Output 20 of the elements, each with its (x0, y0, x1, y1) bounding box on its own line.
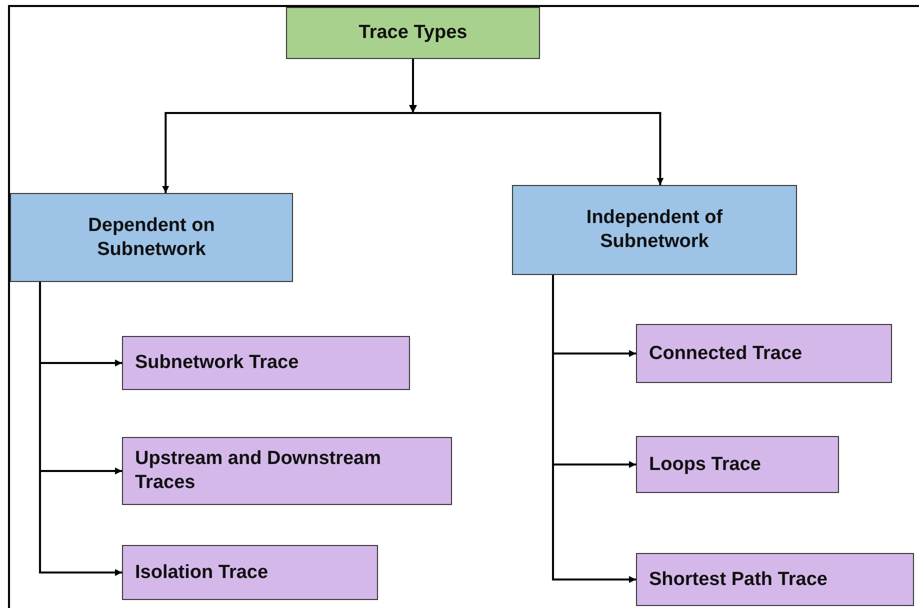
trace-type-box (636, 324, 892, 383)
trace-type-box (122, 437, 452, 505)
node-label: Shortest Path Trace (649, 568, 828, 592)
trace-type-box (636, 436, 839, 493)
root-box (286, 7, 540, 59)
node-label: Dependent on Subnetwork (87, 214, 216, 262)
trace-type-box (122, 545, 378, 600)
node-label: Subnetwork Trace (135, 351, 299, 375)
arrow (552, 275, 636, 583)
trace-type-box (636, 553, 914, 606)
node-label: Connected Trace (649, 342, 802, 366)
trace-type-box (122, 336, 410, 390)
category-box (10, 193, 293, 282)
node-label: Trace Types (358, 21, 468, 45)
node-label: Independent of Subnetwork (585, 206, 724, 254)
arrow (39, 282, 122, 576)
node-label: Loops Trace (649, 452, 761, 476)
node-label: Isolation Trace (135, 560, 268, 584)
node-label: Upstream and Downstream Traces (135, 447, 382, 495)
category-box (512, 185, 797, 275)
